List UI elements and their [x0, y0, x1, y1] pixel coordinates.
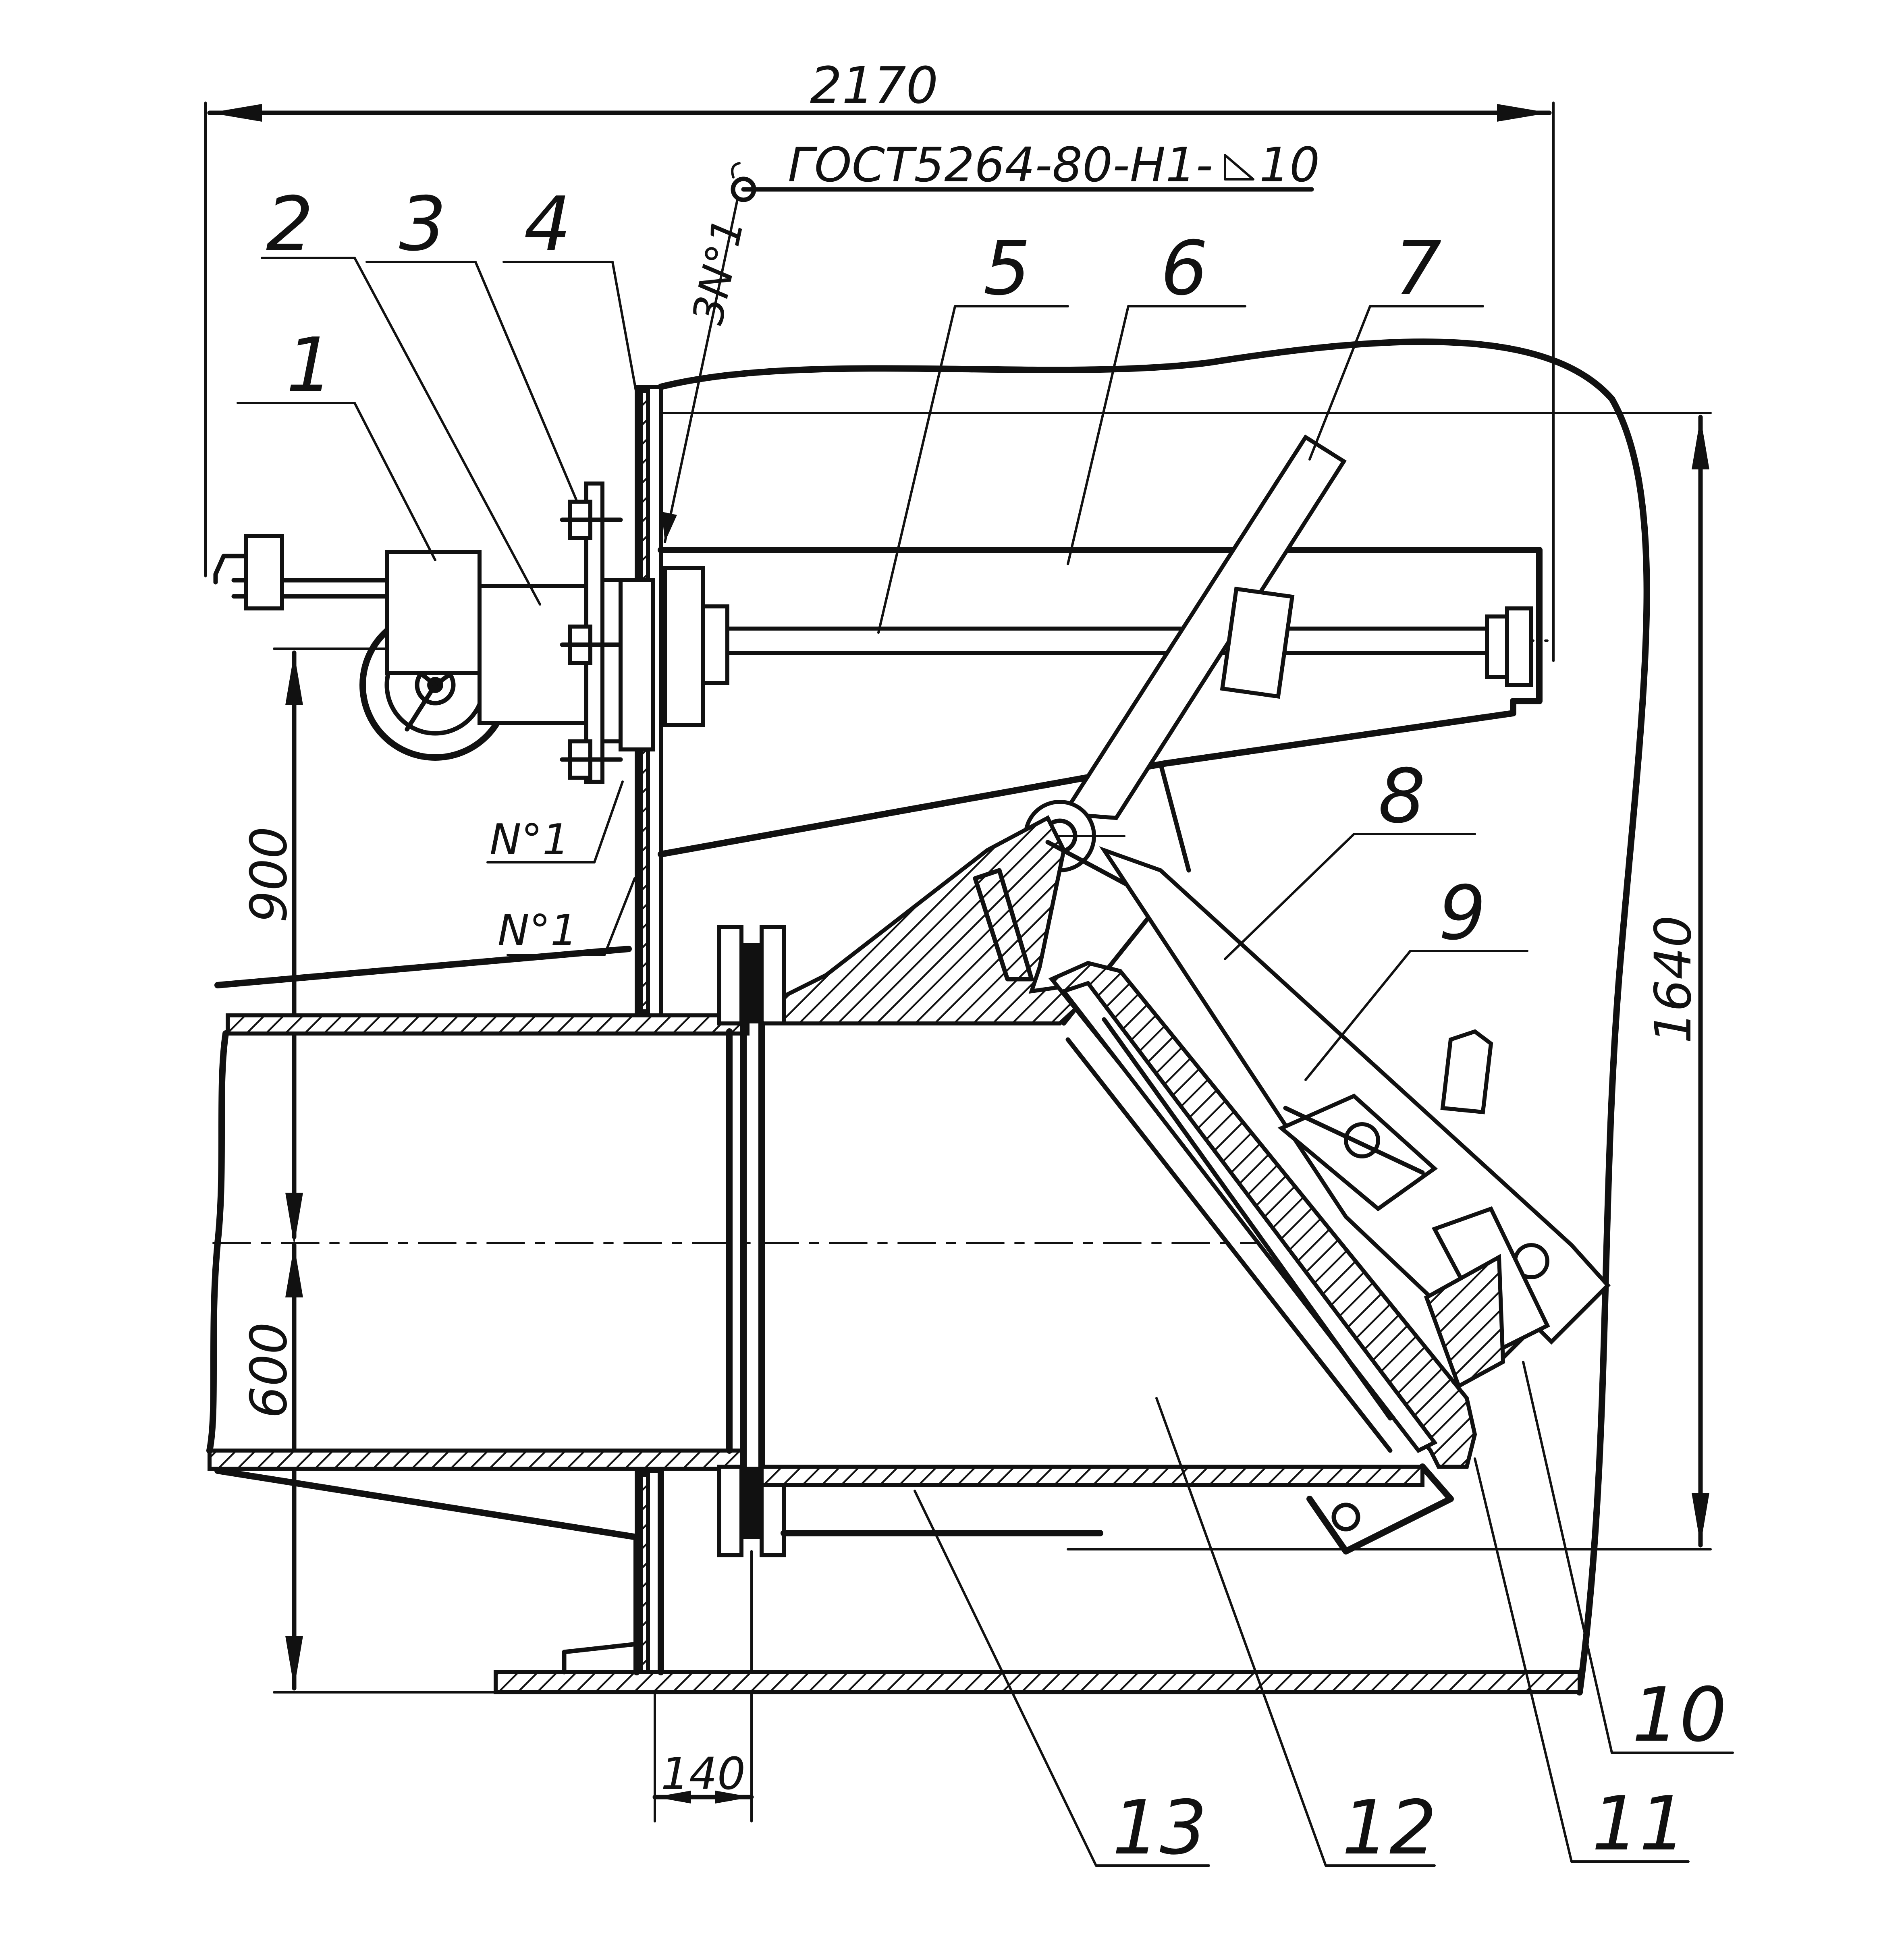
position-label-1: 1 [286, 322, 334, 409]
position-label-8: 8 [1378, 753, 1426, 840]
inlet-pipe [206, 946, 750, 1540]
dim-label-900: 900 [240, 826, 298, 923]
shaft [663, 566, 1533, 727]
position-label-11: 11 [1592, 1780, 1686, 1867]
seam-label-a: N°1 [490, 815, 569, 864]
position-label-4: 4 [524, 181, 571, 268]
weld-leg-text: 10 [1259, 137, 1320, 193]
bracket-frame [658, 338, 1650, 1696]
seam-label-main: 3N°1 [683, 214, 753, 328]
weld-callout [662, 154, 1314, 543]
position-label-12: 12 [1342, 1784, 1437, 1871]
dim-label-2170: 2170 [810, 56, 938, 115]
dim-label-140: 140 [661, 1748, 745, 1799]
valve-disc [1049, 846, 1611, 1469]
position-label-13: 13 [1112, 1784, 1207, 1871]
outlet-body [758, 1020, 1454, 1555]
dimension-900 [273, 648, 565, 1694]
flange-bolts [560, 482, 655, 784]
dim-label-1640: 1640 [1644, 915, 1703, 1044]
position-label-9: 9 [1439, 870, 1486, 957]
dim-label-600: 600 [240, 1322, 298, 1418]
position-label-10: 10 [1632, 1671, 1727, 1758]
position-label-5: 5 [983, 225, 1031, 312]
dimension-1640 [644, 412, 1712, 1550]
dimension-2170 [204, 102, 1555, 662]
position-label-2: 2 [266, 181, 314, 268]
dimension-600 [285, 1193, 303, 1691]
base-plate [494, 1467, 1582, 1694]
position-label-3: 3 [399, 181, 446, 268]
weld-designation-text: ГОСТ5264-80-Н1- [788, 137, 1213, 193]
position-label-6: 6 [1161, 225, 1208, 312]
position-leaders [237, 257, 1734, 1867]
seam-label-b: N°1 [498, 906, 577, 955]
position-label-7: 7 [1394, 225, 1442, 312]
